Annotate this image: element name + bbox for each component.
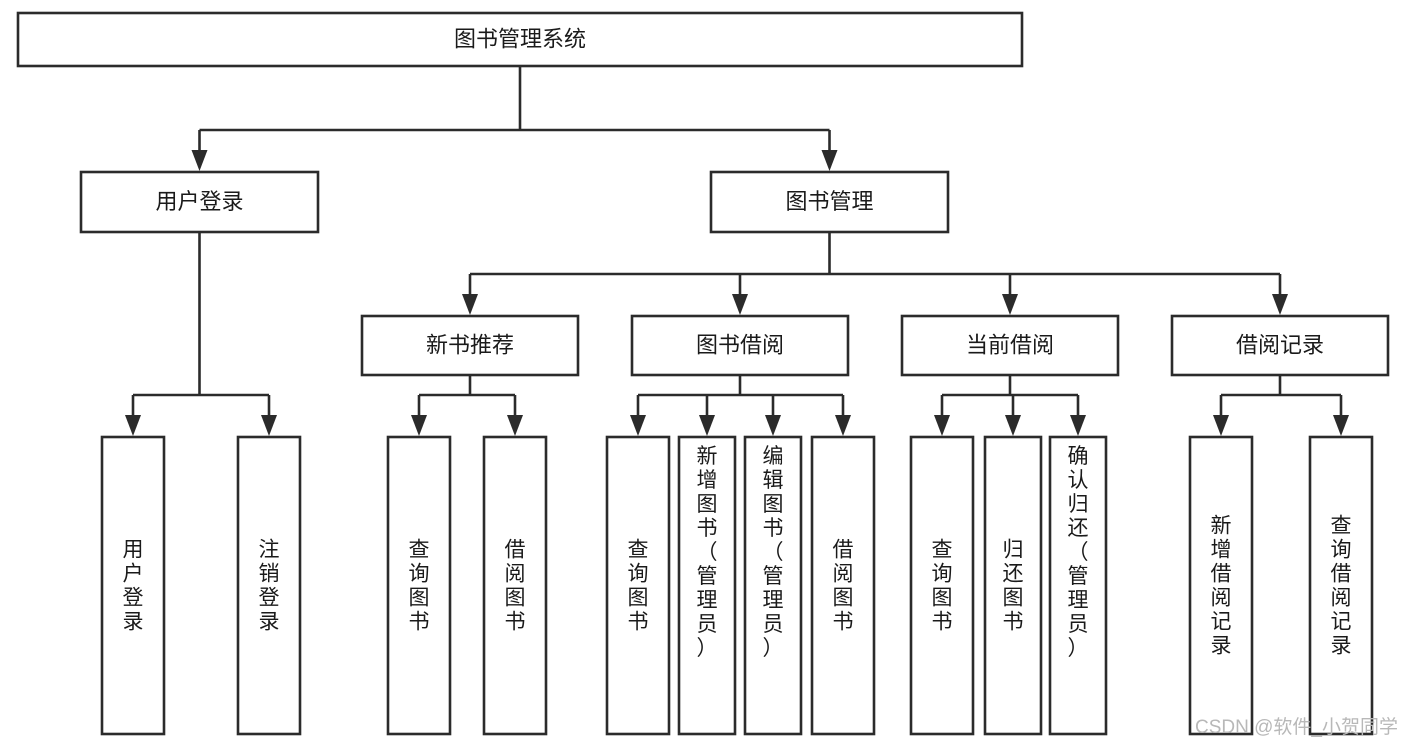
node-leaf-user-login[interactable]: 用户登录	[100, 435, 166, 736]
edge-group-root	[191, 66, 838, 171]
node-new-book-rec[interactable]: 新书推荐	[360, 314, 580, 377]
node-label-leaf-query-record: 查询借阅记录	[1331, 515, 1352, 658]
node-box-leaf-borrow-book-2[interactable]	[810, 435, 876, 736]
node-user-login[interactable]: 用户登录	[79, 170, 320, 234]
arrow-head-icon	[191, 150, 208, 171]
node-leaf-borrow-book-1[interactable]: 借阅图书	[482, 435, 548, 736]
edge-group-new-book-rec	[411, 375, 523, 436]
node-box-book-manage[interactable]	[709, 170, 950, 234]
node-leaf-query-book-1[interactable]: 查询图书	[386, 435, 452, 736]
node-box-leaf-add-book[interactable]	[677, 435, 737, 736]
node-layer: 图书管理系统用户登录图书管理新书推荐图书借阅当前借阅借阅记录用户登录注销登录查询…	[16, 11, 1390, 736]
arrow-head-icon	[1070, 415, 1086, 436]
node-box-current-borrow[interactable]	[900, 314, 1120, 377]
arrow-head-icon	[261, 415, 277, 436]
node-box-book-borrow[interactable]	[630, 314, 850, 377]
node-book-manage[interactable]: 图书管理	[709, 170, 950, 234]
node-label-leaf-add-record: 新增借阅记录	[1211, 515, 1232, 658]
node-box-leaf-return-book[interactable]	[983, 435, 1043, 736]
edge-group-current-borrow	[934, 375, 1086, 436]
node-box-leaf-borrow-book-1[interactable]	[482, 435, 548, 736]
node-box-leaf-query-book-3[interactable]	[909, 435, 975, 736]
arrow-head-icon	[732, 294, 748, 315]
node-box-borrow-record[interactable]	[1170, 314, 1390, 377]
arrow-head-icon	[765, 415, 781, 436]
node-label-leaf-user-login: 用户登录	[123, 539, 144, 634]
arrow-head-icon	[507, 415, 523, 436]
node-box-leaf-user-login[interactable]	[100, 435, 166, 736]
node-leaf-add-record[interactable]: 新增借阅记录	[1188, 435, 1254, 736]
node-leaf-return-book[interactable]: 归还图书	[983, 435, 1043, 736]
arrow-head-icon	[462, 294, 478, 315]
node-label-leaf-add-book: 新增图书（管理员）	[697, 445, 718, 660]
node-book-borrow[interactable]: 图书借阅	[630, 314, 850, 377]
arrow-head-icon	[1333, 415, 1349, 436]
edge-group-book-borrow	[630, 375, 851, 436]
arrow-head-icon	[934, 415, 950, 436]
node-label-leaf-confirm-return: 确认归还（管理员）	[1068, 445, 1089, 660]
node-label-book-manage: 图书管理	[785, 189, 873, 214]
arrow-head-icon	[125, 415, 141, 436]
edge-group-book-manage	[462, 232, 1288, 315]
arrow-head-icon	[1272, 294, 1288, 315]
node-box-user-login[interactable]	[79, 170, 320, 234]
node-current-borrow[interactable]: 当前借阅	[900, 314, 1120, 377]
node-label-root: 图书管理系统	[454, 26, 586, 51]
node-label-book-borrow: 图书借阅	[696, 332, 784, 357]
node-root[interactable]: 图书管理系统	[16, 11, 1024, 68]
arrow-head-icon	[1213, 415, 1229, 436]
node-label-leaf-query-book-1: 查询图书	[409, 539, 430, 634]
connector-layer	[125, 66, 1349, 436]
node-box-leaf-edit-book[interactable]	[743, 435, 803, 736]
node-label-leaf-borrow-book-1: 借阅图书	[505, 539, 526, 634]
arrow-head-icon	[699, 415, 715, 436]
node-box-leaf-confirm-return[interactable]	[1048, 435, 1108, 736]
arrow-head-icon	[411, 415, 427, 436]
node-leaf-query-book-2[interactable]: 查询图书	[605, 435, 671, 736]
arrow-head-icon	[1005, 415, 1021, 436]
node-label-leaf-query-book-3: 查询图书	[932, 539, 953, 634]
node-label-leaf-borrow-book-2: 借阅图书	[833, 539, 854, 634]
node-box-leaf-logout[interactable]	[236, 435, 302, 736]
node-leaf-borrow-book-2[interactable]: 借阅图书	[810, 435, 876, 736]
node-label-leaf-return-book: 归还图书	[1003, 539, 1024, 634]
node-label-new-book-rec: 新书推荐	[426, 332, 514, 357]
node-label-current-borrow: 当前借阅	[966, 332, 1054, 357]
watermark-label: CSDN @软件_小贺同学	[1195, 716, 1398, 738]
node-leaf-query-book-3[interactable]: 查询图书	[909, 435, 975, 736]
arrow-head-icon	[630, 415, 646, 436]
node-leaf-logout[interactable]: 注销登录	[236, 435, 302, 736]
node-borrow-record[interactable]: 借阅记录	[1170, 314, 1390, 377]
node-leaf-edit-book[interactable]: 编辑图书（管理员）	[743, 435, 803, 736]
arrow-head-icon	[835, 415, 851, 436]
node-box-leaf-query-record[interactable]	[1308, 435, 1374, 736]
node-box-leaf-query-book-1[interactable]	[386, 435, 452, 736]
node-label-user-login: 用户登录	[155, 189, 243, 214]
arrow-head-icon	[1002, 294, 1018, 315]
node-label-leaf-edit-book: 编辑图书（管理员）	[763, 445, 784, 660]
node-label-leaf-logout: 注销登录	[259, 539, 280, 634]
node-label-borrow-record: 借阅记录	[1236, 332, 1324, 357]
node-leaf-query-record[interactable]: 查询借阅记录	[1308, 435, 1374, 736]
node-leaf-confirm-return[interactable]: 确认归还（管理员）	[1048, 435, 1108, 736]
node-box-new-book-rec[interactable]	[360, 314, 580, 377]
edge-group-user-login	[125, 232, 277, 436]
node-box-leaf-query-book-2[interactable]	[605, 435, 671, 736]
arrow-head-icon	[821, 150, 838, 171]
node-leaf-add-book[interactable]: 新增图书（管理员）	[677, 435, 737, 736]
node-box-leaf-add-record[interactable]	[1188, 435, 1254, 736]
node-box-root[interactable]	[16, 11, 1024, 68]
node-label-leaf-query-book-2: 查询图书	[628, 539, 649, 634]
edge-group-borrow-record	[1213, 375, 1349, 436]
